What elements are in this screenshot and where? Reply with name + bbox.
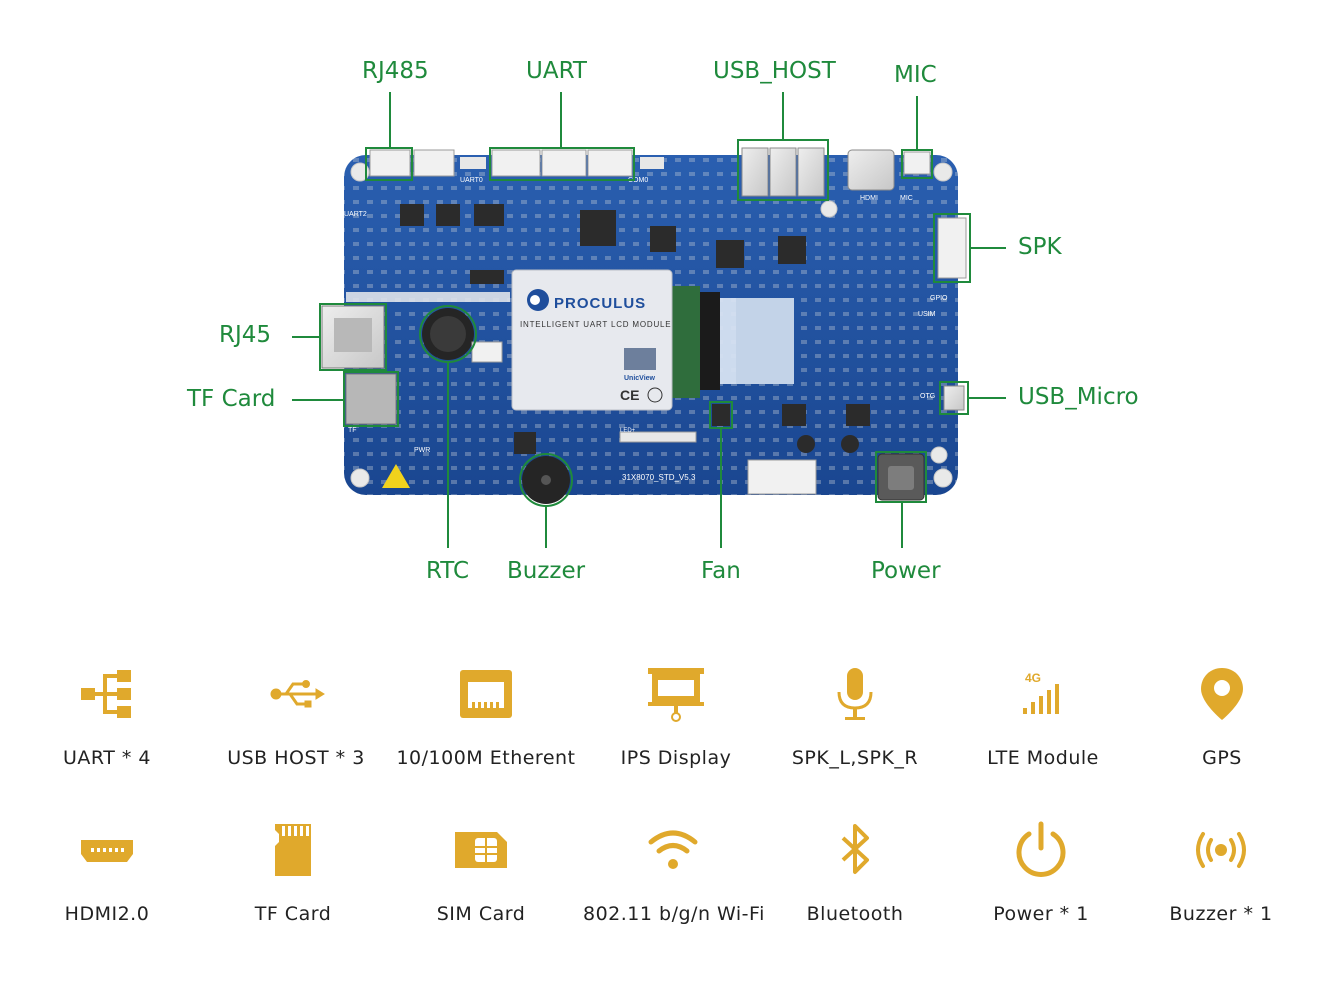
- module-brand: PROCULUS: [554, 295, 646, 312]
- callout-rtc: RTC: [426, 558, 470, 584]
- silk-gpio: GPIO: [930, 295, 948, 302]
- feature-gps: GPS: [1132, 664, 1312, 769]
- display-icon: [648, 668, 704, 722]
- feature-tf-card: TF Card: [203, 820, 383, 925]
- feature-label: Power * 1: [993, 903, 1089, 925]
- feature-label: IPS Display: [620, 747, 732, 769]
- callout-mic: MIC: [894, 62, 937, 88]
- wifi-icon: [648, 830, 698, 869]
- silk-led: LED+: [620, 428, 636, 434]
- callout-usb-host: USB_HOST: [713, 58, 836, 84]
- feature-label: UART * 4: [63, 747, 151, 769]
- ethernet-icon: [460, 670, 512, 718]
- callout-power: Power: [871, 558, 941, 584]
- callout-uart: UART: [526, 58, 587, 84]
- module-subtitle: INTELLIGENT UART LCD MODULE: [520, 320, 671, 329]
- power-icon: [1016, 821, 1066, 877]
- silk-uart0: UART0: [460, 177, 483, 184]
- feature-label: 802.11 b/g/n Wi-Fi: [583, 903, 765, 925]
- tf-card-icon: [275, 824, 311, 876]
- silk-tf: TF: [348, 427, 357, 434]
- lte-badge: 4G: [1025, 671, 1041, 685]
- feature-label: SPK_L,SPK_R: [791, 747, 919, 769]
- board-diagram: PROCULUS INTELLIGENT UART LCD MODULE Uni…: [292, 92, 1006, 548]
- lcd-module: [511, 269, 673, 411]
- feature-label: TF Card: [254, 903, 332, 925]
- callout-tf-card: TF Card: [187, 386, 276, 412]
- callout-rj485: RJ485: [362, 58, 429, 84]
- sim-card-icon: [455, 832, 507, 868]
- usb-icon: [270, 680, 325, 708]
- bluetooth-icon: [841, 824, 869, 874]
- feature-buzzer: Buzzer * 1: [1131, 820, 1311, 925]
- callout-rj45: RJ45: [219, 322, 272, 348]
- buzzer-icon: [1196, 832, 1246, 868]
- silk-uart2: UART2: [344, 211, 367, 218]
- hdmi-icon: [81, 840, 133, 862]
- callout-buzzer: Buzzer: [507, 558, 586, 584]
- microphone-icon: [837, 668, 873, 720]
- feature-label: Buzzer * 1: [1169, 903, 1273, 925]
- silk-mic: MIC: [900, 195, 913, 202]
- feature-hdmi: HDMI2.0: [17, 820, 197, 925]
- feature-label: 10/100M Etherent: [396, 747, 576, 769]
- callout-spk: SPK: [1018, 234, 1062, 260]
- feature-label: USB HOST * 3: [227, 747, 365, 769]
- uart-icon: [81, 670, 131, 718]
- feature-speaker: SPK_L,SPK_R: [765, 664, 945, 769]
- silk-pwr: PWR: [414, 447, 430, 454]
- ce-mark: CE: [620, 387, 639, 403]
- feature-label: SIM Card: [436, 903, 526, 925]
- feature-label: HDMI2.0: [64, 903, 150, 925]
- feature-bluetooth: Bluetooth: [765, 820, 945, 925]
- callout-fan: Fan: [701, 558, 741, 584]
- pcb-model: 31X8070_STD_V5.3: [622, 473, 696, 482]
- feature-label: GPS: [1202, 747, 1242, 769]
- feature-label: LTE Module: [987, 747, 1099, 769]
- callout-usb-micro: USB_Micro: [1018, 384, 1139, 410]
- feature-wifi: 802.11 b/g/n Wi-Fi: [583, 820, 765, 925]
- feature-ethernet: 10/100M Etherent: [396, 664, 576, 769]
- feature-label: Bluetooth: [806, 903, 904, 925]
- silk-hdmi: HDMI: [860, 195, 878, 202]
- feature-lte: 4G LTE Module: [953, 664, 1133, 769]
- gps-pin-icon: [1201, 668, 1243, 720]
- silk-com0: COM0: [628, 177, 648, 184]
- feature-usb-host: USB HOST * 3: [206, 664, 386, 769]
- feature-ips-display: IPS Display: [586, 664, 766, 769]
- silk-otg: OTG: [920, 393, 935, 400]
- silk-usim: USIM: [918, 311, 936, 318]
- feature-uart: UART * 4: [17, 664, 197, 769]
- feature-power: Power * 1: [951, 820, 1131, 925]
- feature-sim-card: SIM Card: [391, 820, 571, 925]
- lte-icon: 4G: [1023, 671, 1059, 714]
- module-logo: UnicView: [624, 375, 656, 382]
